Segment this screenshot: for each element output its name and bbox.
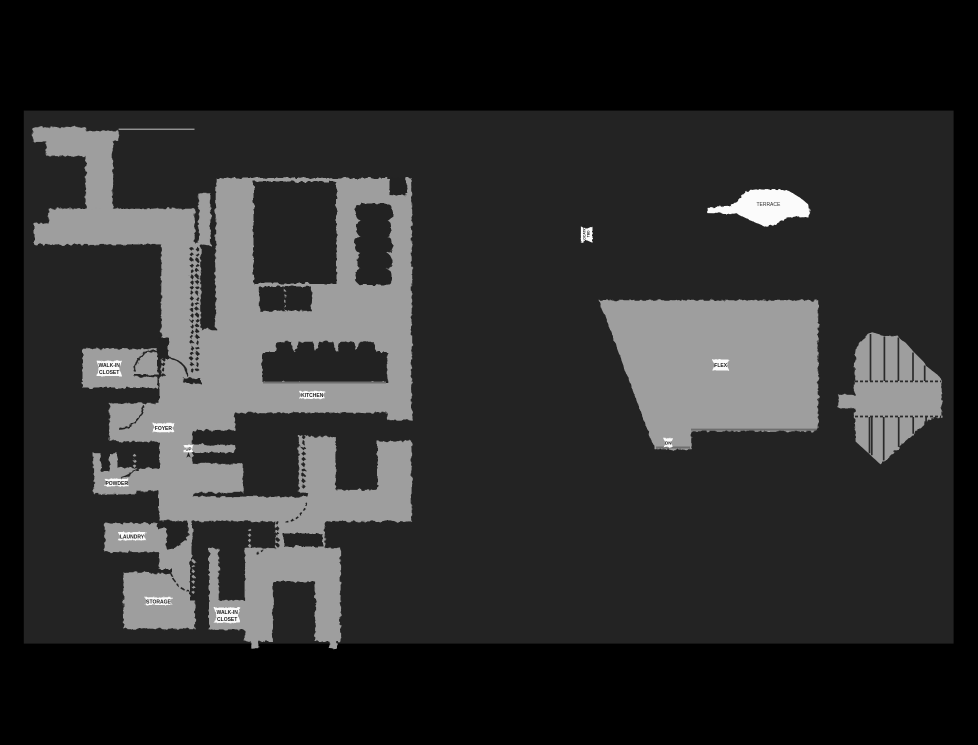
svg-text:CLOSET: CLOSET bbox=[99, 370, 119, 376]
svg-text:LAUNDRY: LAUNDRY bbox=[120, 535, 145, 541]
svg-text:LOCATION: LOCATION bbox=[582, 224, 586, 242]
svg-text:UP: UP bbox=[185, 447, 191, 452]
svg-text:TBD: TBD bbox=[587, 230, 591, 237]
svg-text:CLOSET: CLOSET bbox=[217, 617, 237, 623]
svg-text:FLEX: FLEX bbox=[714, 363, 727, 369]
svg-text:DN: DN bbox=[665, 441, 671, 446]
svg-text:POWDER: POWDER bbox=[105, 481, 128, 487]
svg-text:WALK-IN: WALK-IN bbox=[217, 610, 239, 616]
svg-text:STORAGE: STORAGE bbox=[146, 600, 171, 606]
svg-text:FOYER: FOYER bbox=[155, 426, 173, 432]
svg-text:TERRACE: TERRACE bbox=[756, 202, 781, 208]
svg-text:KITCHEN: KITCHEN bbox=[301, 393, 324, 399]
svg-text:WALK-IN: WALK-IN bbox=[99, 363, 121, 369]
